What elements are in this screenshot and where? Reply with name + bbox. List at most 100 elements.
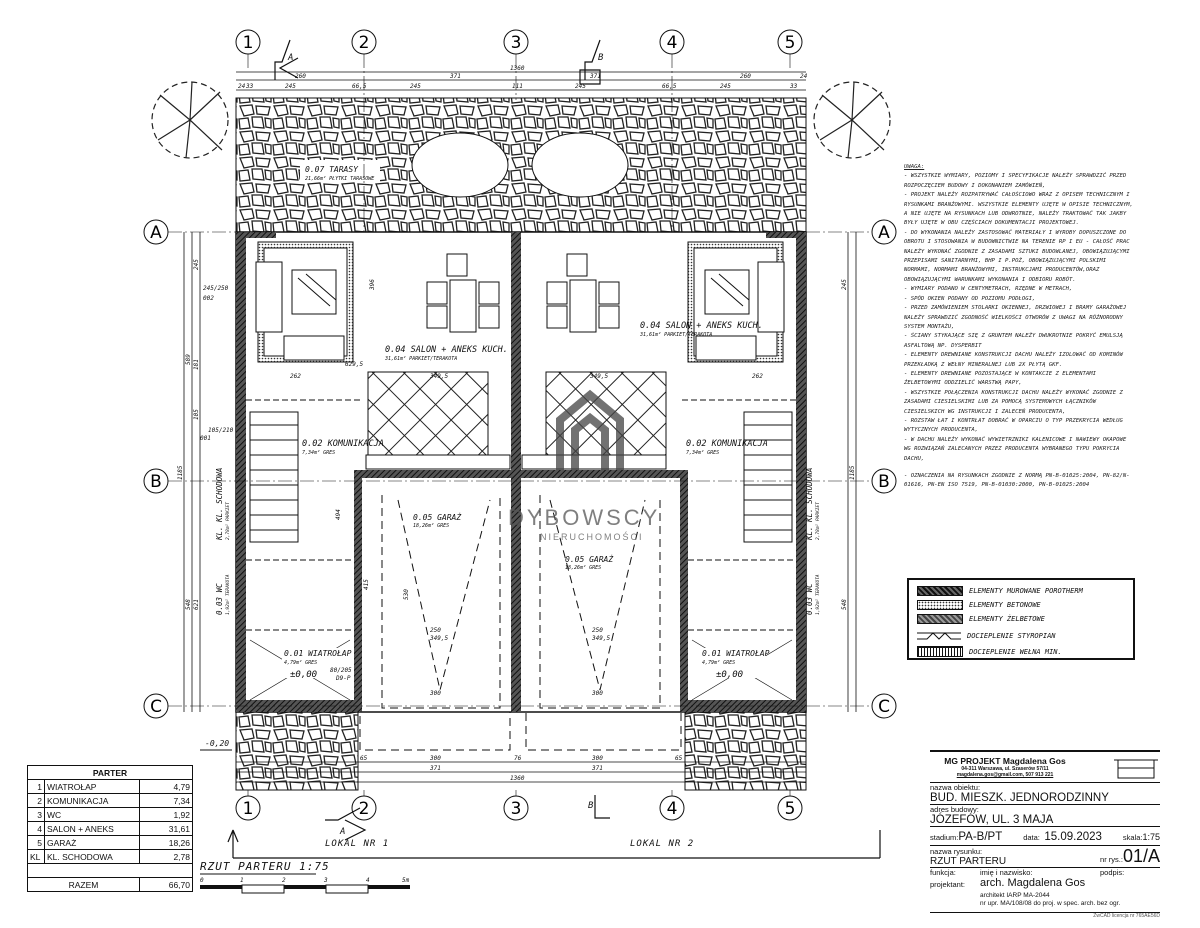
svg-text:371: 371 bbox=[591, 765, 603, 772]
note-item: - PROJEKT NALEŻY ROZPATRYWAĆ CAŁOŚCIOWO … bbox=[904, 192, 1134, 227]
note-item: - SPÓD OKIEN PODANY OD POZIOMU PODŁOGI, bbox=[904, 295, 1036, 302]
svg-text:111: 111 bbox=[512, 83, 523, 90]
svg-text:24: 24 bbox=[238, 83, 246, 90]
svg-text:33: 33 bbox=[245, 83, 254, 90]
svg-text:181: 181 bbox=[193, 359, 200, 370]
room-garaz-right-area: 18,26m² GRES bbox=[565, 565, 601, 571]
designer-credential: architekt IARP MA-2044 bbox=[980, 892, 1050, 899]
legend-item: ELEMENTY MUROWANE POROTHERM bbox=[917, 586, 1083, 596]
legend-label: DOCIEPLENIE STYROPIAN bbox=[967, 632, 1056, 640]
svg-text:530: 530 bbox=[403, 589, 410, 600]
company-contact: magdalena.gos@gmail.com, 507 913 221 bbox=[956, 772, 1054, 778]
cell-no: KL bbox=[27, 849, 45, 864]
axis-C-left: C bbox=[150, 697, 162, 717]
svg-text:4: 4 bbox=[366, 877, 370, 884]
svg-text:621: 621 bbox=[193, 599, 200, 610]
svg-text:250: 250 bbox=[430, 627, 441, 634]
svg-text:24: 24 bbox=[800, 73, 808, 80]
material-legend: ELEMENTY MUROWANE POROTHERM ELEMENTY BET… bbox=[907, 578, 1135, 660]
drawing-no: 01/A bbox=[1122, 846, 1160, 866]
svg-text:396: 396 bbox=[369, 279, 376, 291]
notes-heading: UWAGA: bbox=[904, 164, 925, 170]
axis-B-left: B bbox=[150, 472, 162, 492]
note-item: - OZNACZENIA NA RYSUNKACH ZGODNIE Z NORM… bbox=[904, 473, 1130, 489]
note-item: - ŚCIANY STYKAJĄCE SIĘ Z GRUNTEM NALEŻY … bbox=[904, 333, 1123, 349]
svg-text:371: 371 bbox=[429, 765, 441, 772]
axis-3-top-circle bbox=[503, 29, 529, 55]
axis-B-right: B bbox=[878, 472, 890, 492]
cell-area: 7,34 bbox=[139, 793, 193, 808]
axis-B-right-circle bbox=[871, 468, 897, 494]
drawing-no-label: nr rys.: bbox=[1100, 855, 1123, 864]
svg-text:300: 300 bbox=[591, 690, 603, 697]
svg-text:300: 300 bbox=[429, 690, 441, 697]
object-label: nazwa obiektu: bbox=[930, 783, 981, 792]
axis-A-left: A bbox=[150, 223, 162, 243]
axis-C-right: C bbox=[878, 697, 890, 717]
axis-2-top: 2 bbox=[359, 33, 370, 53]
unit-label-1: LOKAL NR 1 bbox=[325, 839, 389, 849]
room-salon-right-area: 31,61m² PARKIET/TERAKOTA bbox=[639, 332, 712, 338]
axis-4-bottom-circle bbox=[659, 795, 685, 821]
room-wiatrolap-left-area: 4,79m² GRES bbox=[284, 660, 317, 666]
cell-no: 2 bbox=[27, 793, 45, 808]
svg-text:105: 105 bbox=[193, 409, 200, 420]
room-salon-right: 0.04 SALON + ANEKS KUCH. bbox=[640, 321, 763, 331]
company-logo-house-icon bbox=[1114, 759, 1158, 779]
svg-text:349,5: 349,5 bbox=[429, 373, 448, 380]
room-komunikacja-right: 0.02 KOMUNIKACJA bbox=[686, 439, 768, 449]
entrance-paving-right bbox=[684, 711, 807, 791]
software-license: ZwCAD licencja nr 765AE56D bbox=[1093, 913, 1160, 919]
total-value: 66,70 bbox=[139, 877, 193, 892]
cell-area: 18,26 bbox=[139, 835, 193, 850]
tree-left bbox=[151, 81, 229, 159]
cell-name: WIATROŁAP bbox=[44, 779, 140, 794]
axis-4-bottom: 4 bbox=[667, 799, 678, 819]
hatch-grey-swatch-icon bbox=[917, 614, 963, 624]
axis-2-bottom-circle bbox=[351, 795, 377, 821]
drawing-label: nazwa rysunku: bbox=[930, 847, 983, 856]
svg-text:548: 548 bbox=[841, 599, 848, 610]
svg-text:349,5: 349,5 bbox=[589, 373, 608, 380]
date-label: data: bbox=[1023, 833, 1040, 842]
area-table-title: PARTER bbox=[27, 765, 193, 780]
axis-A-right-circle bbox=[871, 219, 897, 245]
svg-text:5m: 5m bbox=[402, 877, 410, 884]
level-wiatrolap-left: ±0,00 bbox=[290, 670, 317, 680]
axis-1-top: 1 bbox=[243, 33, 254, 53]
note-item: - W DACHU NALEŻY WYKONAĆ WYWIETRZNIKI KA… bbox=[904, 436, 1127, 462]
cell-name: KOMUNIKACJA bbox=[44, 793, 140, 808]
axis-1-top-circle bbox=[235, 29, 261, 55]
svg-text:1360: 1360 bbox=[510, 775, 525, 782]
svg-text:2: 2 bbox=[282, 877, 286, 884]
svg-text:76: 76 bbox=[514, 755, 522, 762]
signature-label: podpis: bbox=[1100, 868, 1125, 877]
watermark-subtitle: NIERUCHOMOŚCI bbox=[540, 531, 644, 542]
watermark-logo: DYBOWSCY NIERUCHOMOŚCI bbox=[508, 389, 657, 542]
room-garaz-left-area: 18,26m² GRES bbox=[413, 523, 449, 529]
title-block: MG PROJEKT Magdalena Gos 04-311 Warszawa… bbox=[930, 750, 1160, 919]
terrace-area: 21,66m² PŁYTKI TARASOWE bbox=[305, 176, 374, 182]
svg-text:371: 371 bbox=[589, 73, 601, 80]
room-wiatrolap-left: 0.01 WIATROŁAP bbox=[284, 649, 352, 658]
dimension-lines bbox=[183, 71, 857, 783]
room-wc-right-area: 1,92m² TERAKOTA bbox=[815, 574, 821, 615]
svg-text:629,5: 629,5 bbox=[345, 361, 363, 368]
cell-area: 31,61 bbox=[139, 821, 193, 836]
note-item: - WSZYSTKIE POŁĄCZENIA KONSTRUKCJI DACHU… bbox=[904, 389, 1123, 415]
axis-A-left-circle bbox=[143, 219, 169, 245]
axis-4-top: 4 bbox=[667, 33, 678, 53]
svg-text:245: 245 bbox=[285, 83, 296, 90]
svg-text:105/210: 105/210 bbox=[208, 427, 234, 434]
svg-text:371: 371 bbox=[449, 73, 461, 80]
svg-text:002: 002 bbox=[203, 295, 214, 302]
axis-3-bottom: 3 bbox=[511, 799, 522, 819]
name-label: imię i nazwisko: bbox=[980, 868, 1033, 877]
site-label: adres budowy: bbox=[930, 805, 979, 814]
legend-item: DOCIEPLENIE WEŁNA MIN. bbox=[917, 646, 1062, 657]
